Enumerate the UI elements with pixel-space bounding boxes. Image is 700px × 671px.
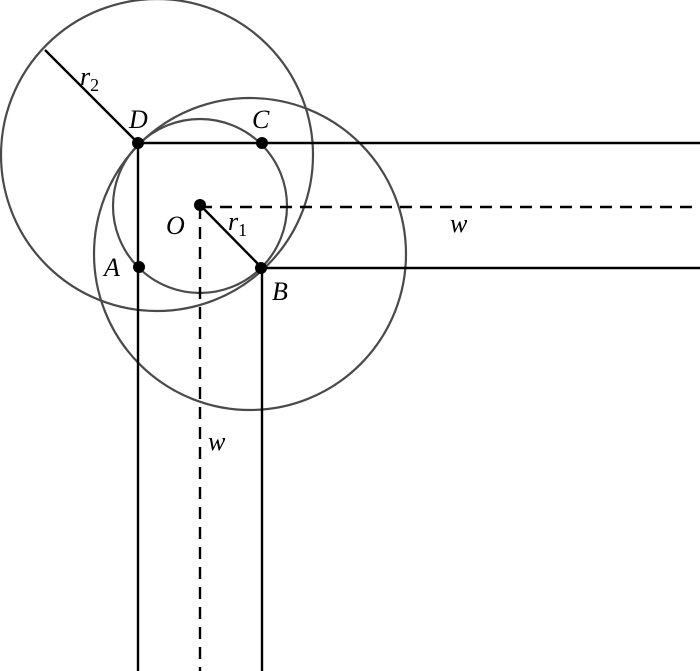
point-D	[132, 137, 144, 149]
label-O: O	[166, 211, 185, 240]
radius-r2-line	[44, 49, 139, 144]
label-A: A	[102, 253, 120, 282]
circle-r2-left	[0, 0, 315, 313]
point-O	[194, 199, 206, 211]
label-r1: r1	[228, 207, 247, 240]
point-C	[256, 137, 268, 149]
label-B: B	[272, 277, 288, 306]
label-r2: r2	[80, 62, 99, 95]
point-B	[255, 262, 267, 274]
label-w-horizontal: w	[450, 209, 468, 238]
label-w-vertical: w	[208, 427, 226, 456]
point-A	[133, 261, 145, 273]
label-D: D	[128, 105, 148, 134]
radius-r1-line	[199, 204, 263, 269]
circle-right	[92, 96, 408, 412]
label-C: C	[252, 105, 270, 134]
